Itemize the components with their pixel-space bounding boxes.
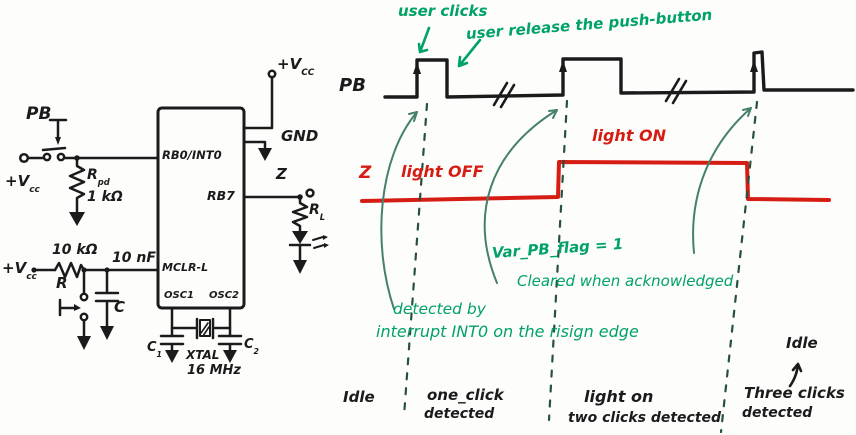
c2-capacitor — [217, 326, 243, 354]
pb-signal-label: PB — [339, 75, 366, 96]
arc-arrow-click3 — [692, 107, 752, 254]
led-emission-arrows — [312, 236, 325, 249]
interrupt-annotation: interrupt INT0 on the risign edge — [376, 322, 639, 341]
mclr-network — [31, 261, 160, 350]
event-dashed-lines — [402, 99, 759, 434]
rpd-label: Rpd — [87, 167, 110, 187]
led-triangle — [292, 231, 308, 244]
state-one-click-line2: detected — [424, 406, 495, 422]
mcu-pin-osc1: OSC1 — [164, 290, 194, 301]
vcc-gnd-supply — [242, 69, 277, 161]
light-off-label: light OFF — [401, 162, 484, 181]
led-output-branch — [242, 188, 329, 274]
vcc-top-label: +VCC — [277, 55, 315, 79]
dashed-line-click3 — [719, 100, 759, 434]
r-resistor — [53, 261, 86, 279]
vcc-pb-label: +Vcc — [5, 172, 40, 196]
c-capacitor — [94, 268, 120, 330]
crystal-body — [199, 319, 211, 337]
vcc-mclr-label: +Vcc — [2, 259, 37, 283]
c-label: C — [114, 298, 126, 316]
user-release-arrow — [457, 38, 482, 68]
ground-symbol — [77, 336, 91, 350]
crystal-oscillator — [159, 306, 243, 363]
rpd-value-label: 1 kΩ — [87, 189, 123, 205]
state-three-clicks-line2: detected — [742, 405, 813, 421]
user-clicks-arrow — [417, 26, 431, 54]
pb-switch-label: PB — [26, 104, 52, 124]
pb-waveform-path — [383, 50, 855, 99]
mcu-pin-rb0: RB0/INT0 — [162, 148, 222, 162]
c2-label: C2 — [244, 337, 259, 356]
edge-detect-arcs — [380, 107, 752, 310]
mcu-outline — [156, 106, 246, 310]
z-signal-label: Z — [359, 163, 372, 183]
user-clicks-annotation: user clicks — [398, 2, 488, 20]
c1-label: C1 — [147, 340, 162, 359]
state-idle-left: Idle — [343, 388, 375, 406]
pb-actuator — [48, 118, 68, 139]
c-value-label: 10 nF — [112, 250, 156, 266]
ground-symbol — [165, 350, 179, 363]
state-idle-right: Idle — [786, 334, 818, 352]
ground-symbol — [258, 148, 272, 161]
state-two-clicks-line2: two clicks detected — [568, 410, 722, 426]
xtal-label: XTAL — [186, 348, 220, 362]
rising-edge-arrowheads — [413, 60, 758, 74]
mcu-pin-mclr: MCLR-L — [162, 261, 209, 274]
r-value-label: 10 kΩ — [52, 242, 98, 258]
rpd-resistor — [68, 156, 86, 226]
dashed-line-click1 — [402, 102, 429, 418]
state-one-click-line1: one_click — [427, 386, 504, 404]
xtal-freq-label: 16 MHz — [187, 363, 241, 378]
green-annotation-arrows — [417, 26, 482, 68]
arc-arrow-click1 — [380, 111, 418, 310]
rl-label: RL — [309, 202, 326, 222]
pb-waveform — [383, 50, 855, 109]
rl-resistor — [291, 195, 309, 233]
state-three-clicks-line1: Three clicks — [744, 384, 845, 402]
r-label: R — [56, 274, 68, 292]
c1-capacitor — [159, 326, 185, 354]
arc-arrow-click2 — [483, 109, 558, 284]
state-two-clicks-line1: light on — [584, 387, 654, 406]
ground-symbol — [223, 350, 237, 363]
light-on-label: light ON — [592, 126, 667, 145]
ground-symbol — [293, 260, 307, 274]
z-node-label: Z — [276, 165, 287, 183]
z-light-waveform-path — [360, 160, 831, 203]
detected-by-annotation: detected by — [393, 300, 486, 318]
gnd-label: GND — [281, 127, 319, 145]
reset-actuator — [58, 298, 76, 317]
push-button-pb — [18, 118, 68, 164]
dashed-line-click2 — [547, 99, 569, 422]
idle-return-arrow — [788, 362, 803, 388]
ground-symbol — [100, 326, 114, 340]
time-break-marks — [492, 77, 688, 109]
ground-symbol — [69, 212, 85, 226]
cleared-annotation: Cleared when acknowledged — [517, 272, 734, 290]
mcu-pin-osc2: OSC2 — [209, 290, 239, 301]
mcu-pin-rb7: RB7 — [207, 188, 235, 203]
